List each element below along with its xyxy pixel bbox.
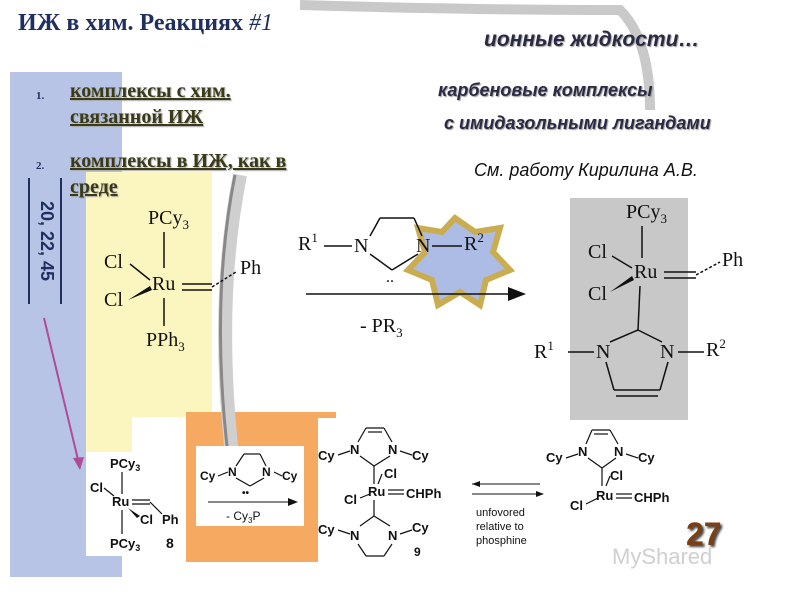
start-pcy3: PCy3 — [148, 207, 189, 232]
nr-minus: - Cy3P — [226, 509, 260, 525]
minus-pr3: - PR3 — [360, 315, 403, 340]
c8-ru: Ru — [112, 494, 129, 509]
reagent-n2: N — [416, 235, 430, 257]
product-r1: R1 — [534, 338, 554, 363]
list-item-2-line1: комплексы в ИЖ, как в — [70, 150, 287, 172]
nr-cy1: Cy — [200, 469, 216, 483]
slide-number: 27 — [686, 516, 722, 552]
nr-n1: N — [228, 465, 237, 479]
slide-title-text: ИЖ в хим. Реакциях — [18, 10, 243, 36]
reagent-r1: R1 — [298, 230, 318, 255]
list-item-2-line2: среде — [70, 176, 118, 198]
c9-cy-tl: Cy — [318, 448, 335, 463]
c9-cy-tr: Cy — [412, 448, 429, 463]
product-complex: PCy3 Cl Cl Ru Ph R1 N N R2 — [534, 201, 743, 397]
right-title: ионные жидкости… — [484, 28, 700, 51]
start-ph: Ph — [240, 257, 261, 279]
c9-n-tr: N — [388, 442, 397, 457]
reference-arrowhead — [73, 457, 84, 470]
eq-arrow-text: unfovored relative to phosphine — [476, 507, 527, 547]
carbene-line2: с имидазольными лигандами — [444, 113, 711, 133]
cr-ru: Ru — [596, 488, 613, 503]
c9-cl-left: Cl — [344, 492, 357, 507]
list-number: 1. — [36, 90, 45, 102]
c8-cl2: Cl — [140, 512, 153, 527]
see-work-note: См. работу Кирилина А.В. — [474, 160, 698, 180]
cr-cl-top: Cl — [610, 468, 623, 483]
cr-n2: N — [614, 444, 623, 459]
start-complex: PCy3 Cl Cl Ru Ph PPh3 — [104, 207, 261, 354]
watermark: MyShared — [612, 544, 713, 569]
c9-cy-bl: Cy — [318, 522, 335, 537]
reference-arrow — [43, 317, 81, 469]
list-item-2-text: комплексы в ИЖ, как в среде — [70, 148, 286, 200]
nr-n2: N — [262, 465, 271, 479]
product-ph: Ph — [722, 249, 743, 271]
c9-n-br: N — [388, 528, 397, 543]
background-yellow-panel — [112, 172, 212, 417]
product-n1: N — [596, 341, 610, 363]
list-number: 2. — [36, 160, 45, 172]
nhc-reagent-small: Cy N N Cy •• - Cy3P — [200, 453, 298, 525]
reference-numbers: 20, 22, 45 — [28, 178, 62, 304]
slide-title: ИЖ в хим. Реакциях #1 — [18, 10, 273, 37]
c9-n-bl: N — [350, 528, 359, 543]
reagent-nhc: R1 N N .. R2 — [298, 214, 516, 310]
highlight-star — [402, 214, 516, 310]
start-cl2: Cl — [104, 289, 123, 311]
c9-cl-top: Cl — [384, 466, 397, 481]
product-ru: Ru — [634, 261, 657, 283]
carbene-line1: карбеновые комплексы — [438, 80, 653, 100]
c9-ru: Ru — [368, 484, 385, 499]
start-ru: Ru — [152, 273, 175, 295]
eq-text-line3: phosphine — [476, 535, 527, 547]
c8-pcy3-top: PCy3 — [110, 456, 140, 473]
reagent-n1: N — [354, 235, 368, 257]
eq-text-line2: relative to — [476, 521, 524, 533]
c8-ph: Ph — [162, 512, 179, 527]
reagent-r2: R2 — [464, 230, 484, 255]
list-item-1-line1: комплексы с хим. — [70, 80, 231, 102]
eq-text-line1: unfovored — [476, 507, 525, 519]
compound-8: PCy3 Cl Ru Cl Ph PCy3 8 — [90, 456, 179, 553]
list-item-1: 1. — [36, 86, 44, 104]
cr-chph: CHPh — [634, 490, 669, 505]
c9-label: 9 — [414, 545, 421, 559]
list-item-1-text: комплексы с хим. связанной ИЖ — [70, 78, 231, 130]
compound-right: Cy N N Cy Cl Cl Ru CHPh — [546, 429, 669, 513]
product-cl2: Cl — [588, 283, 607, 305]
main-arrowhead — [508, 287, 526, 301]
background-gray-panel — [570, 198, 688, 420]
nr-cy2: Cy — [282, 469, 298, 483]
c9-chph: CHPh — [406, 486, 441, 501]
slide-title-number: #1 — [249, 10, 273, 36]
list-item-1-line2: связанной ИЖ — [70, 106, 204, 128]
product-r2: R2 — [706, 336, 726, 361]
cr-cy2: Cy — [638, 450, 655, 465]
product-cl1: Cl — [588, 241, 607, 263]
c8-cl1: Cl — [90, 480, 103, 495]
cr-cl-left: Cl — [570, 498, 583, 513]
product-pcy3: PCy3 — [626, 201, 667, 226]
cr-n1: N — [578, 444, 587, 459]
list-item-2: 2. — [36, 156, 44, 174]
nr-dots: •• — [242, 488, 250, 499]
c9-n-tl: N — [350, 442, 359, 457]
cr-cy1: Cy — [546, 450, 563, 465]
product-n2: N — [660, 341, 674, 363]
c8-label: 8 — [166, 535, 174, 551]
compound-9-box — [318, 418, 456, 562]
c8-pcy3-bot: PCy3 — [110, 536, 140, 553]
start-cl1: Cl — [104, 251, 123, 273]
c9-cy-br: Cy — [412, 520, 429, 535]
compound-9: Cy N N Cy Cl Cl Ru CHPh Cy N N Cy 9 — [318, 427, 441, 559]
start-pph3: PPh3 — [146, 329, 185, 354]
reagent-dots: .. — [386, 269, 394, 286]
